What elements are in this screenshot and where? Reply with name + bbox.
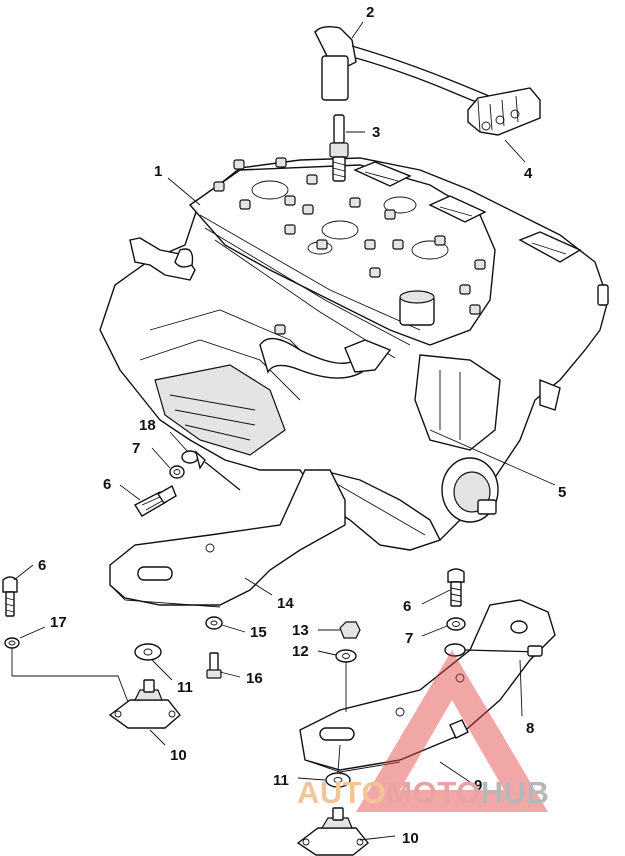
washer-11-right	[325, 772, 351, 788]
callout-labels: 2 3 4 1 5 18 7 6 6 17 14 11 15 16 10 6 7…	[38, 4, 566, 847]
spark-plug-cap	[314, 25, 523, 121]
bolt-16	[206, 652, 222, 679]
callout-1: 1	[154, 163, 162, 180]
mounting-plate	[109, 469, 346, 608]
thermostat-cap	[399, 290, 435, 326]
callout-7-left: 7	[132, 440, 140, 457]
callout-15: 15	[250, 624, 267, 641]
spark-plug	[329, 114, 349, 182]
rubber-mount-10-right	[296, 807, 369, 856]
callout-6-far-left: 6	[38, 557, 46, 574]
mount-bracket-9	[299, 599, 556, 773]
callout-6-left: 6	[103, 476, 111, 493]
watermark-text: AUTOMOTOHUB	[297, 775, 549, 815]
callout-2: 2	[366, 4, 374, 21]
callout-10-left: 10	[170, 747, 187, 764]
watermark-logo	[356, 650, 548, 812]
bolt-6-far-left	[2, 576, 18, 617]
bolt-6-left	[133, 484, 177, 517]
ground-cable-8	[444, 643, 543, 657]
wire-clip	[467, 87, 541, 136]
washer-7-left	[169, 465, 185, 479]
washer-15	[205, 616, 223, 630]
nut-13	[339, 621, 361, 639]
callout-18: 18	[139, 417, 156, 434]
watermark-moto: MOTO	[386, 775, 481, 810]
callout-8: 8	[526, 720, 534, 737]
callout-17: 17	[50, 614, 67, 631]
watermark-hub: HUB	[480, 775, 550, 810]
callout-13: 13	[292, 622, 309, 639]
callout-14: 14	[277, 595, 294, 612]
callout-9: 9	[474, 777, 482, 794]
washer-11-left	[134, 643, 162, 661]
ground-terminal-18	[181, 449, 241, 491]
callout-10-right: 10	[402, 830, 419, 847]
drive-flange	[441, 457, 499, 523]
callout-11-left: 11	[177, 679, 193, 696]
rubber-mount-10-left	[108, 679, 181, 729]
washer-17	[4, 637, 20, 649]
callout-5: 5	[558, 484, 566, 501]
leader-lines	[11, 21, 556, 841]
watermark-auto: AUTO	[297, 775, 387, 810]
head-bolts	[213, 157, 486, 335]
callout-6-right: 6	[403, 598, 411, 615]
callout-12: 12	[292, 643, 309, 660]
callout-16: 16	[246, 670, 263, 687]
engine-block	[99, 157, 609, 551]
bolt-6-right	[447, 568, 465, 607]
callout-11-right: 11	[273, 772, 289, 789]
washer-7-right	[446, 617, 466, 631]
callout-7-right: 7	[405, 630, 413, 647]
callout-4: 4	[524, 165, 533, 182]
callout-3: 3	[372, 124, 380, 141]
washer-12	[335, 649, 357, 663]
